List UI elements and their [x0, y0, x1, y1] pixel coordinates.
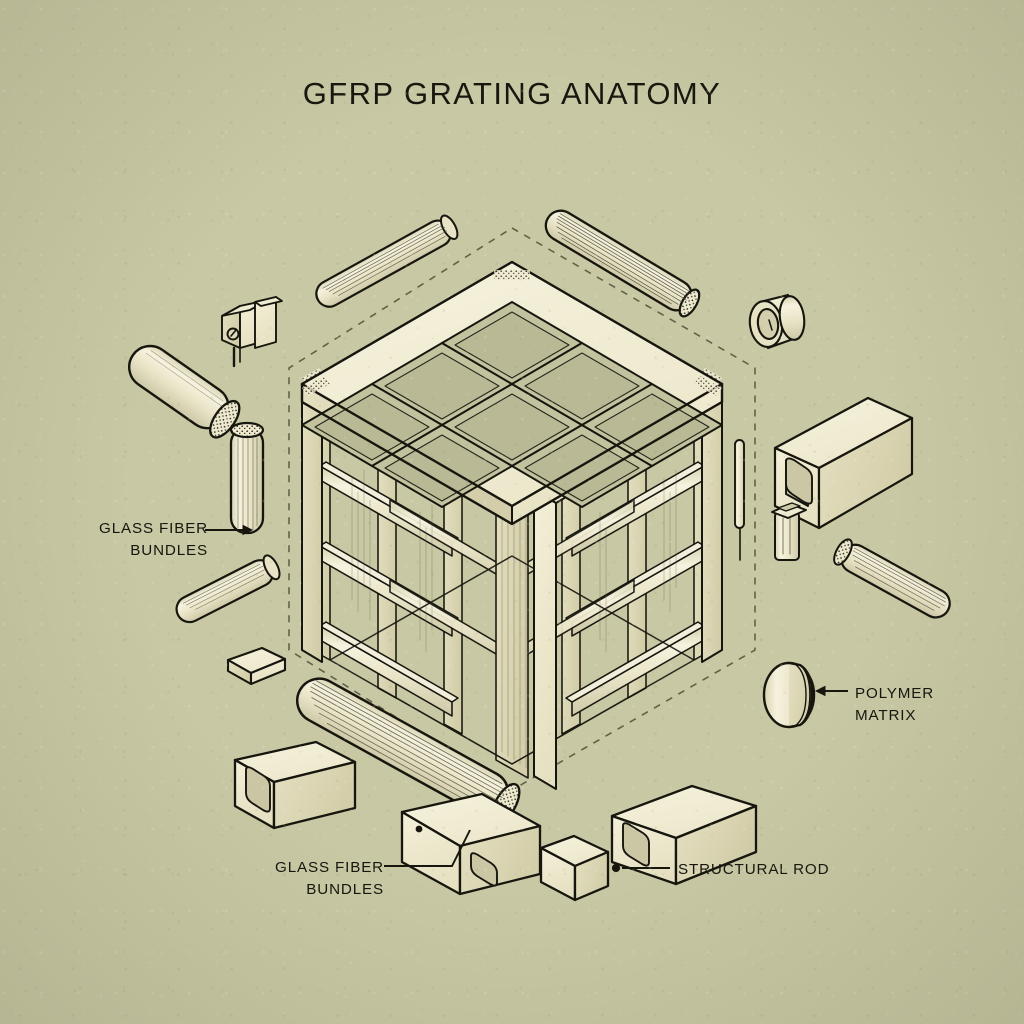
central-grating-assembly: [300, 260, 724, 790]
deck-corner-fiber-ends: [302, 270, 722, 396]
chip-left-mid: [226, 646, 287, 686]
tube-bottom-right: [610, 784, 758, 886]
fiber-rod-top-left: [315, 214, 459, 308]
deck-cells: [301, 301, 723, 508]
fiber-rod-left-vertical: [229, 421, 265, 535]
fiber-rod-left-upper: [128, 344, 241, 439]
block-bottom-right: [539, 834, 610, 902]
callout-label-glass-fiber-bundles-left: GLASS FIBER BUNDLES: [99, 520, 208, 559]
leader-structural-rod: [611, 863, 670, 873]
fiber-rod-top-right: [544, 209, 701, 318]
top-deck-grating: [300, 260, 724, 526]
connector-right: [771, 502, 807, 561]
leader-glass-fiber-bundles-left: [205, 524, 254, 536]
loose-fiber-strands: [351, 469, 677, 653]
callout-label-glass-fiber-bundles-bottom: GLASS FIBER BUNDLES: [275, 859, 384, 898]
page-title: GFRP GRATING ANATOMY: [302, 76, 722, 111]
tube-left-lower: [233, 740, 357, 830]
washer-disc-top-right: [748, 293, 806, 350]
clip-bracket-top-left: [221, 296, 283, 368]
leader-polymer-matrix: [814, 685, 848, 697]
fiber-rod-left-mid: [175, 554, 281, 624]
bottom-deck-frame: [329, 555, 695, 765]
leader-glass-fiber-bundles-bottom: [384, 829, 471, 867]
fiber-rod-right-mid: [833, 538, 951, 619]
tube-bottom-center: [400, 792, 542, 896]
callout-leaders: [205, 524, 848, 873]
polymer-puck-right: [762, 661, 816, 729]
pin-right: [734, 439, 745, 561]
fiber-rod-long-bottom: [295, 677, 521, 825]
callout-label-polymer-matrix: POLYMER MATRIX: [855, 685, 935, 724]
callout-label-structural-rod: STRUCTURAL ROD: [678, 861, 830, 878]
